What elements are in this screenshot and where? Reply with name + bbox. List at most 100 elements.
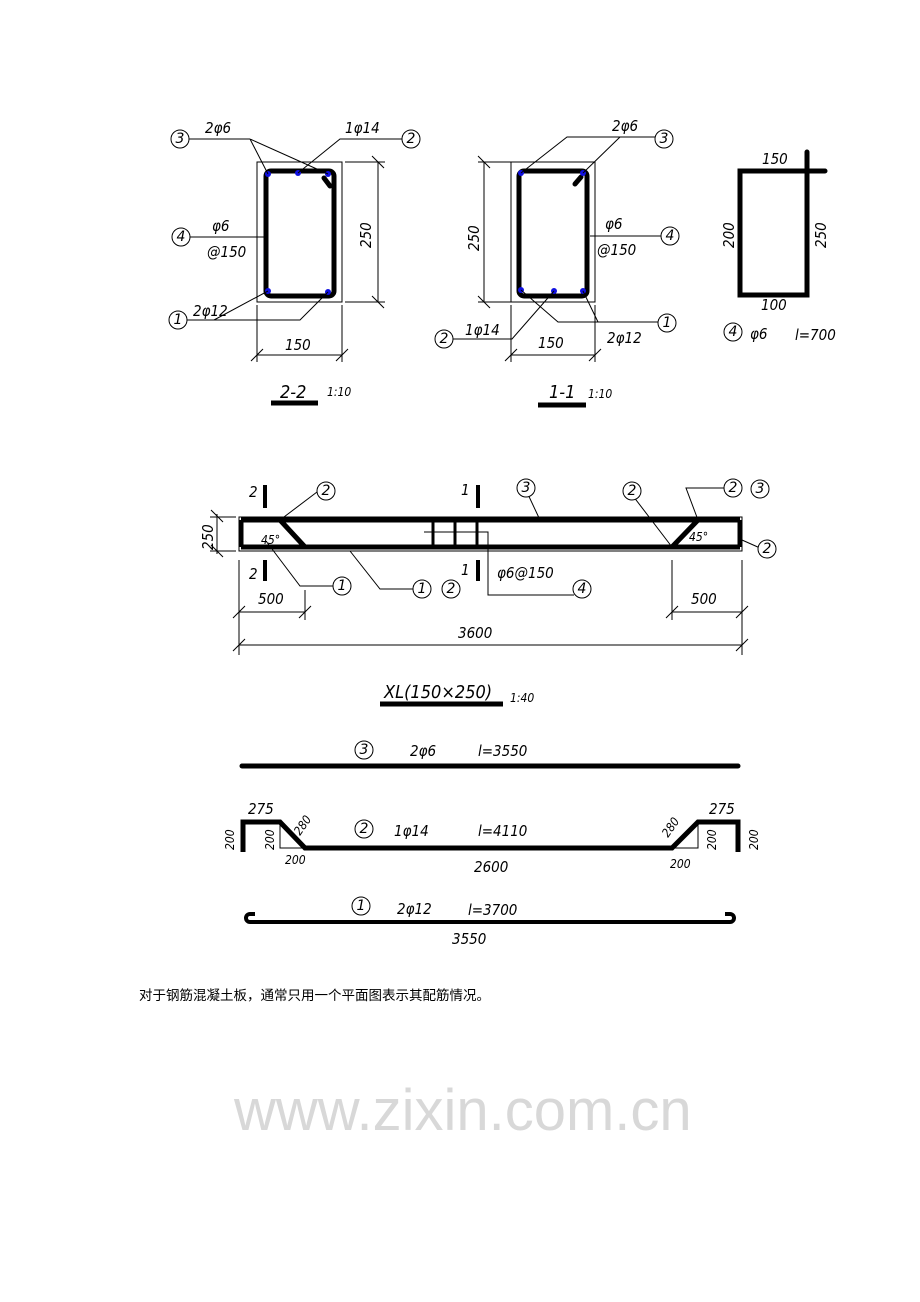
dim-right: 250	[812, 222, 830, 248]
body-text: 对于钢筋混凝土板，通常只用一个平面图表示其配筋情况。	[139, 988, 490, 1004]
tag-2: 2	[757, 539, 777, 559]
label-top: 2φ6	[612, 117, 638, 135]
label-stirrup: φ6	[605, 215, 622, 233]
bar-length: l=3550	[478, 742, 527, 760]
angle-right: 45°	[689, 530, 708, 544]
dim-width: 150	[285, 336, 311, 354]
section-title: 1-1	[549, 382, 575, 403]
tag-4: 4	[171, 227, 191, 247]
dim-right: 500	[691, 590, 717, 608]
tag-2: 2	[434, 329, 454, 349]
tag-1: 1	[657, 313, 677, 333]
label-top-stirrup: 2φ6	[205, 119, 231, 137]
section-scale: 1:10	[588, 387, 612, 401]
tag-1: 1	[332, 576, 352, 596]
bar-spec: 2φ12	[397, 900, 432, 918]
dim-height: 250	[199, 524, 217, 550]
section-title: 2-2	[280, 382, 306, 403]
tag-3: 3	[354, 740, 374, 760]
svg-text:1: 1	[663, 315, 672, 331]
svg-text:2: 2	[729, 480, 738, 496]
section-1-1: 3 4 1 2 2φ6 φ6 @150 2φ12 1φ14 250 150 1-…	[434, 117, 680, 408]
dim-height: 250	[465, 225, 483, 251]
tag-1: 1	[351, 896, 371, 916]
svg-text:3: 3	[756, 481, 765, 497]
cut-mark-2-top: 2	[249, 483, 258, 501]
tag-2: 2	[622, 481, 642, 501]
svg-text:2: 2	[407, 131, 416, 147]
cut-mark-1-top: 1	[461, 481, 470, 499]
svg-text:3: 3	[522, 480, 531, 496]
hook-left: 200	[223, 829, 237, 850]
svg-text:4: 4	[666, 228, 675, 244]
bar-spec: 2φ6	[410, 742, 436, 760]
rise-left: 200	[263, 829, 277, 850]
stirrup-detail: 150 200 250 100 4 φ6 l=700	[720, 149, 836, 344]
cut-mark-1-bottom: 1	[461, 561, 470, 579]
svg-text:2: 2	[322, 483, 331, 499]
label-bottom: 2φ12	[607, 329, 642, 347]
tag-2: 2	[441, 579, 461, 599]
label-mid-bar: 1φ14	[465, 321, 500, 339]
tag-4: 4	[723, 322, 743, 342]
label-stirrup: φ6	[212, 217, 229, 235]
stirrup-label: φ6@150	[497, 564, 554, 582]
tag-2: 2	[354, 819, 374, 839]
beam-elevation: 2 3 2 2 3 2 1 1 2 4 2 2 1 1 45° 45° φ6@1…	[199, 478, 777, 707]
tag-4: 4	[572, 579, 592, 599]
stirrup-length: l=700	[795, 326, 836, 344]
watermark: www.zixin.com.cn	[233, 1078, 692, 1143]
label-bottom: 2φ12	[193, 302, 228, 320]
section-2-2: 3 2 4 1 2φ6 1φ14 φ6 @150 2φ12 250 150 2-…	[168, 119, 421, 406]
svg-text:4: 4	[729, 324, 738, 340]
bar-2-schedule: 2 1φ14 l=4110 275 275 200 200 200 200 28…	[223, 800, 761, 876]
cut-mark-2-bottom: 2	[249, 565, 258, 583]
bar-length: l=4110	[478, 822, 527, 840]
section-scale: 1:10	[327, 385, 351, 399]
svg-text:4: 4	[578, 581, 587, 597]
run-right: 200	[670, 857, 691, 871]
svg-text:4: 4	[177, 229, 186, 245]
diag-right: 280	[659, 815, 682, 840]
tag-2: 2	[316, 481, 336, 501]
seg-top-left: 275	[248, 800, 274, 818]
svg-text:1: 1	[357, 898, 366, 914]
dim-top: 150	[762, 150, 788, 168]
tag-1: 1	[168, 310, 188, 330]
angle-left: 45°	[261, 533, 280, 547]
tag-3: 3	[654, 129, 674, 149]
svg-text:3: 3	[360, 742, 369, 758]
svg-text:2: 2	[763, 541, 772, 557]
span-length: 3550	[452, 930, 486, 948]
beam-scale: 1:40	[510, 691, 534, 705]
tag-1: 1	[412, 579, 432, 599]
dim-total: 3600	[458, 624, 492, 642]
tag-3: 3	[516, 478, 536, 498]
dim-height: 250	[357, 222, 375, 248]
tag-2: 2	[723, 478, 743, 498]
rise-right: 200	[705, 829, 719, 850]
dim-width: 150	[538, 334, 564, 352]
bar-spec: 1φ14	[394, 822, 429, 840]
svg-text:2: 2	[628, 483, 637, 499]
dim-left: 500	[258, 590, 284, 608]
bar-length: l=3700	[468, 901, 517, 919]
beam-title: XL(150×250)	[383, 682, 492, 703]
svg-text:2: 2	[360, 821, 369, 837]
svg-text:1: 1	[418, 581, 427, 597]
label-top-bar: 1φ14	[345, 119, 380, 137]
stirrup-size: φ6	[750, 325, 767, 343]
middle-length: 2600	[474, 858, 508, 876]
label-spacing: @150	[597, 241, 636, 259]
dim-bottom: 100	[761, 296, 787, 314]
tag-3: 3	[750, 479, 770, 499]
bar-1-schedule: 1 2φ12 l=3700 3550	[244, 896, 736, 948]
bar-3-schedule: 3 2φ6 l=3550	[239, 740, 741, 769]
svg-text:2: 2	[447, 581, 456, 597]
run-left: 200	[285, 853, 306, 867]
svg-text:2: 2	[440, 331, 449, 347]
svg-text:1: 1	[338, 578, 347, 594]
seg-top-right: 275	[709, 800, 735, 818]
svg-text:3: 3	[176, 131, 185, 147]
